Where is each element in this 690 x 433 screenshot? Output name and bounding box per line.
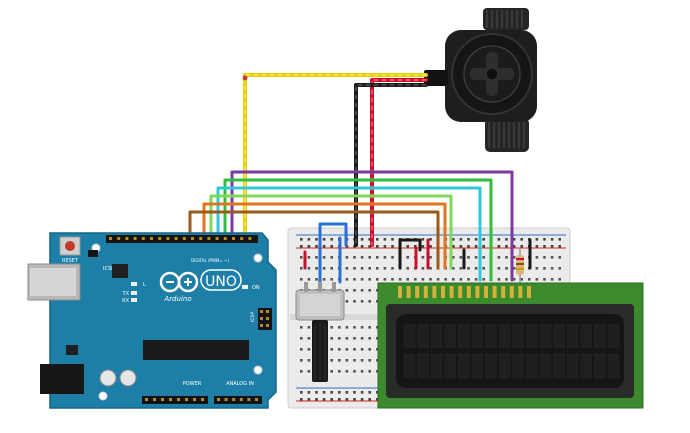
brand-text: Arduino	[163, 295, 191, 303]
wire-black	[354, 83, 428, 247]
power-label: POWER	[183, 381, 202, 387]
arduino-uno-board: RESET DIGITAL (PWM= ~) ICSP2 L TX RX Ard…	[27, 232, 277, 409]
model-text: UNO	[205, 274, 237, 290]
wire-orange	[202, 202, 447, 270]
led-tx-label: TX	[122, 291, 130, 297]
icsp2-label: ICSP2	[103, 266, 117, 272]
wires	[188, 73, 532, 284]
wire-yellow	[243, 73, 428, 243]
reset-label: RESET	[62, 258, 79, 264]
arduino-logo	[159, 271, 199, 293]
wire-blue-1	[318, 222, 348, 284]
lcd-module	[377, 282, 644, 409]
wire-brown	[188, 210, 440, 270]
wire-light-green	[209, 194, 453, 270]
flow-sensor	[424, 8, 537, 152]
led-rx-label: RX	[122, 298, 129, 304]
on-label: ON	[252, 285, 260, 291]
led-l-label: L	[143, 282, 146, 288]
wire-red	[370, 78, 428, 247]
analog-label: ANALOG IN	[226, 381, 254, 387]
potentiometer	[295, 282, 345, 382]
wire-purple	[230, 170, 514, 282]
digital-label: DIGITAL (PWM= ~)	[191, 258, 229, 263]
wire-cyan	[216, 186, 482, 282]
icsp-label: ICSP	[250, 312, 256, 322]
